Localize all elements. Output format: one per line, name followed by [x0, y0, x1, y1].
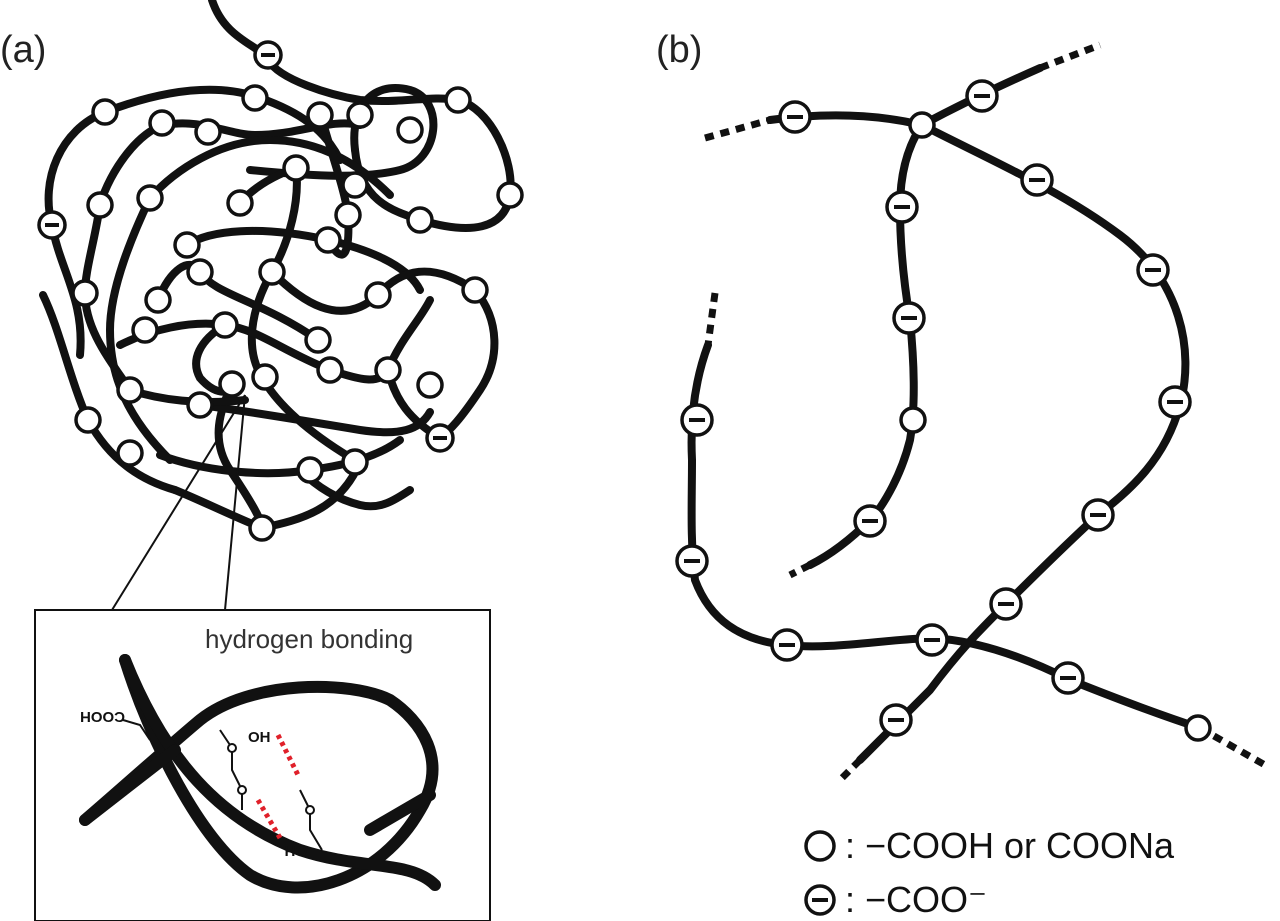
legend-charged-label: : −COO⁻ — [845, 879, 987, 920]
legend-neutral-label: : −COOH or COONa — [845, 825, 1175, 866]
panel-a-label: (a) — [0, 29, 46, 71]
panel-b-label: (b) — [656, 29, 702, 71]
legend: : −COOH or COONa : −COO⁻ — [804, 825, 1175, 920]
extended-charged-groups — [675, 79, 1192, 737]
legend-neutral-symbol — [804, 830, 836, 862]
callout-lines — [111, 394, 246, 611]
hydrogen-bonding-inset: hydrogen bonding COOH OH OH — [34, 609, 491, 921]
panel-b: (b) — [656, 29, 1267, 920]
coil-neutral-groups — [71, 84, 524, 542]
inset-oh-label-1: OH — [248, 729, 271, 746]
inset-cooh-label: COOH — [80, 708, 125, 725]
panel-a: (a) — [0, 0, 524, 921]
coil-charged-groups — [37, 40, 455, 453]
inset-oh-label-2: OH — [285, 842, 308, 859]
extended-neutral-groups — [899, 111, 1212, 742]
inset-label: hydrogen bonding — [205, 624, 413, 654]
